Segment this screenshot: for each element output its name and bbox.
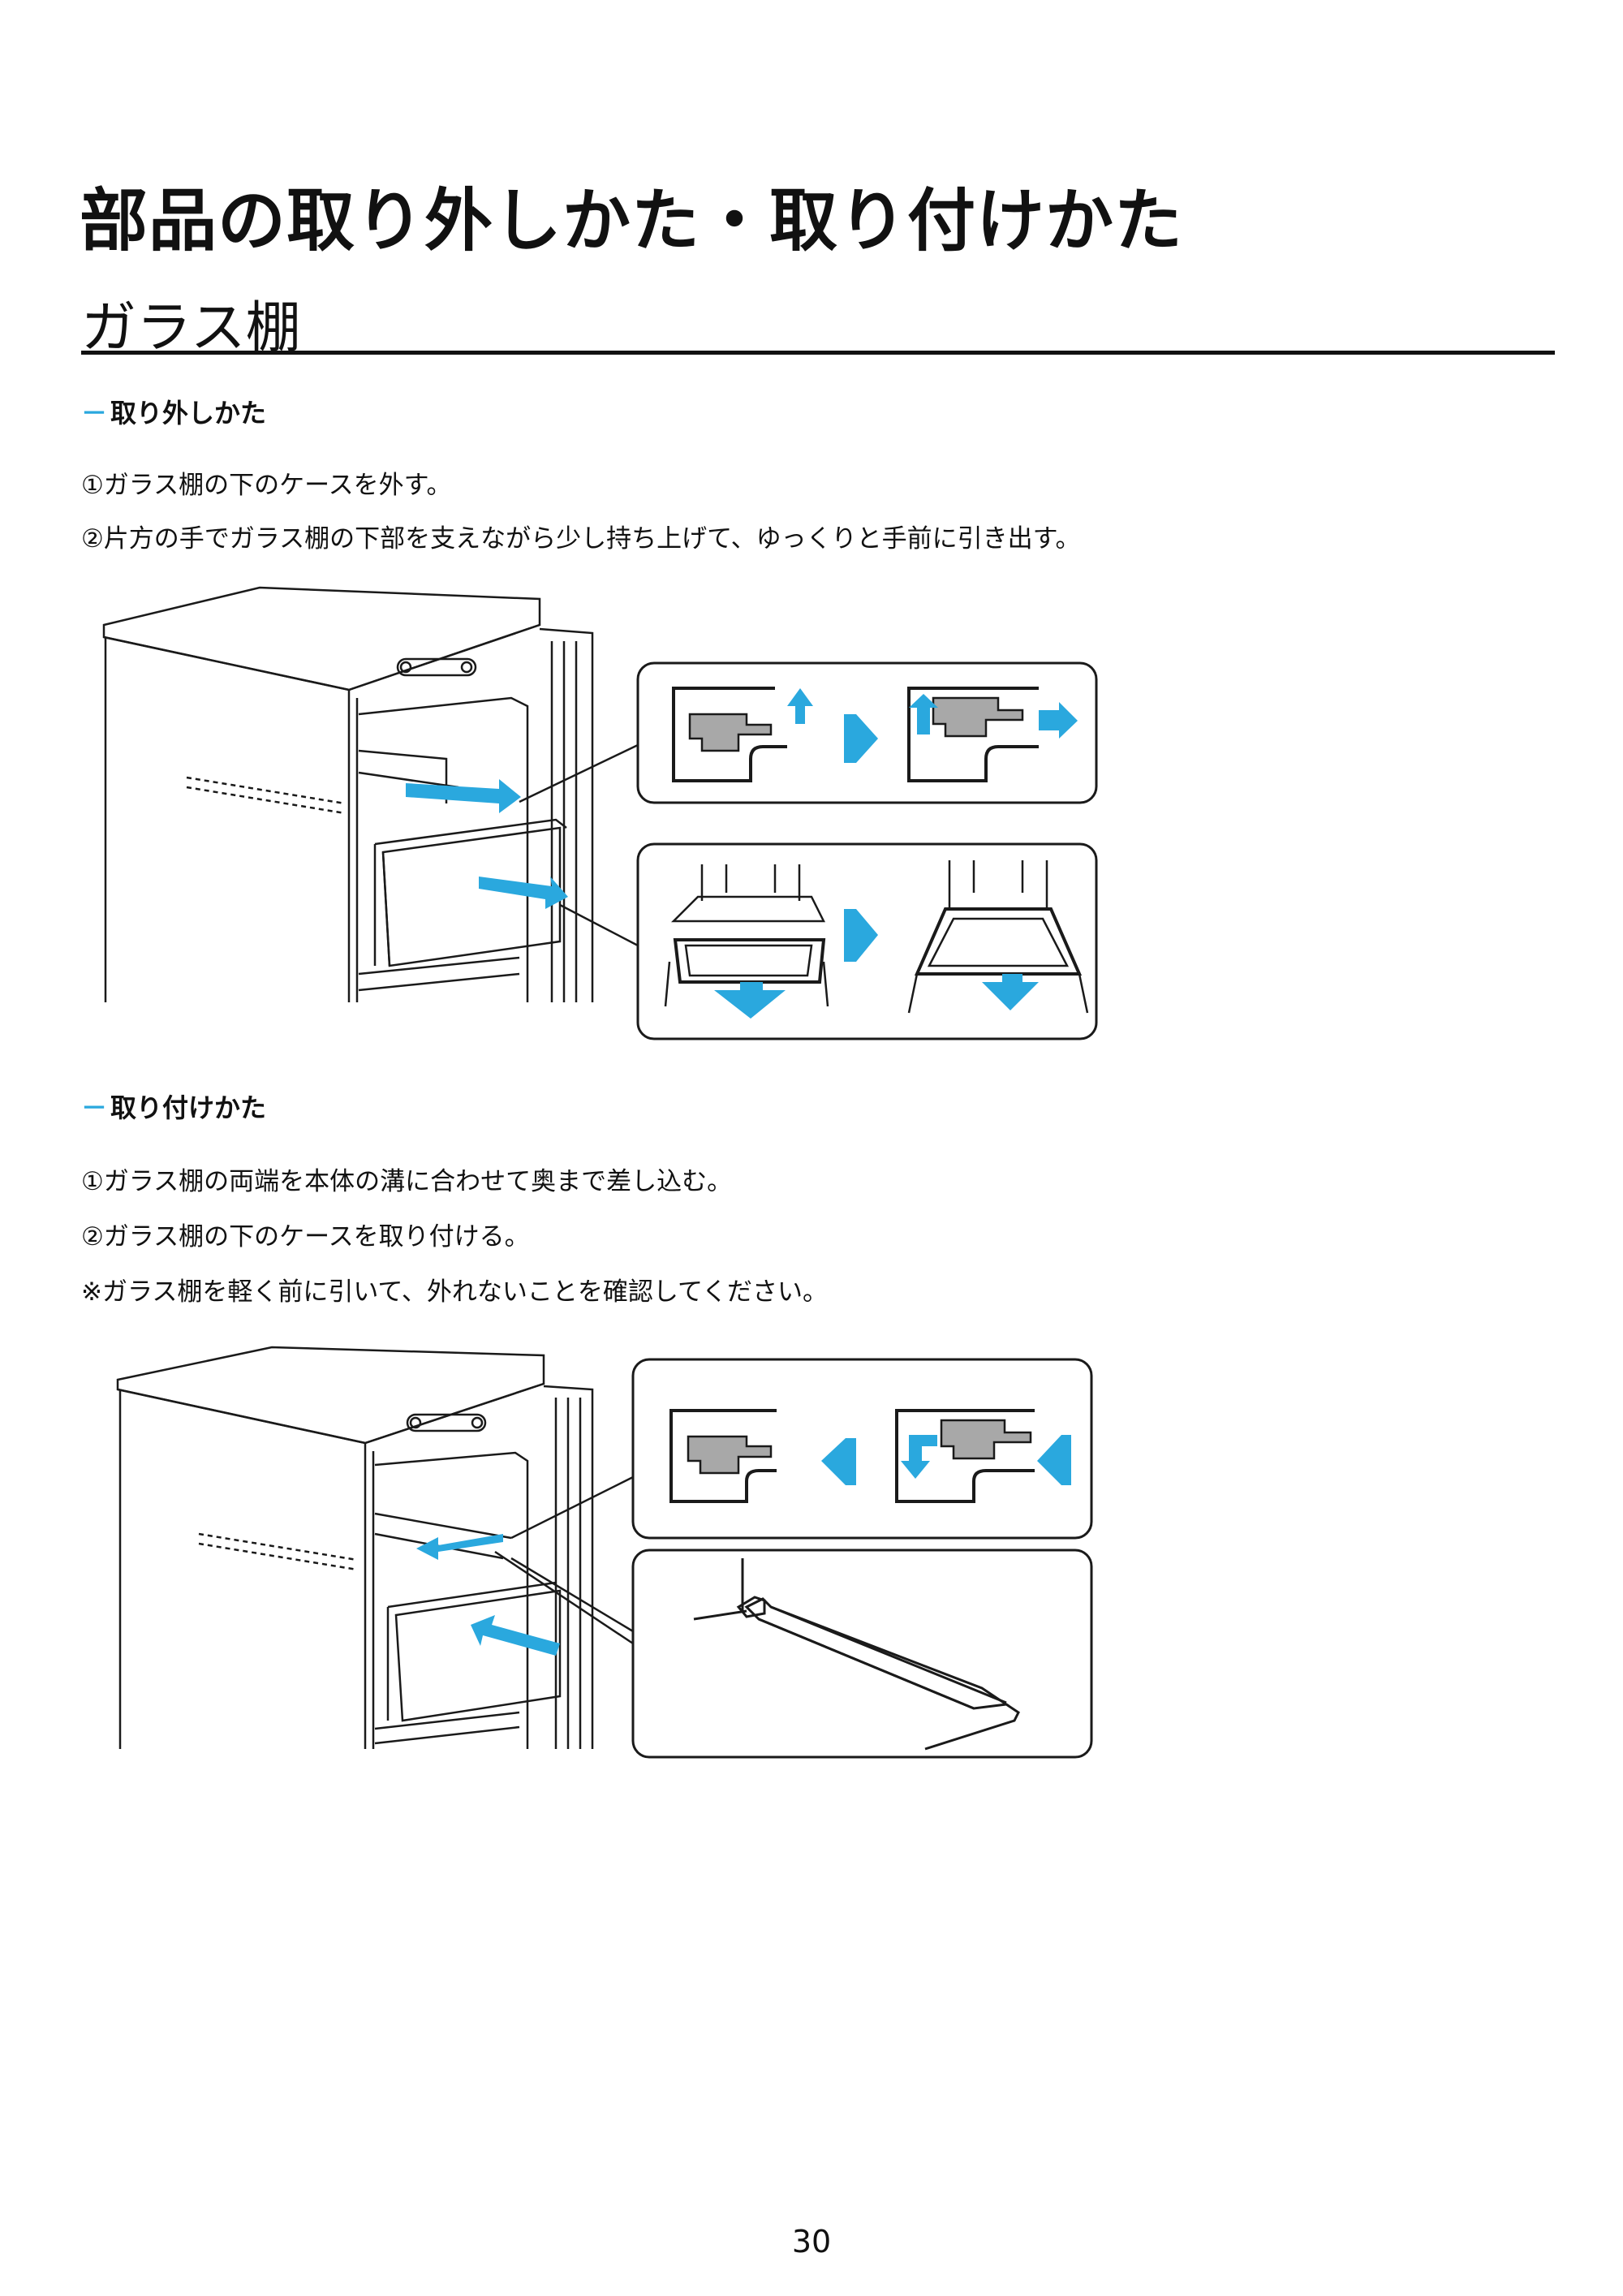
page-number: 30 [791, 2224, 832, 2259]
dash-marker: － [81, 1092, 108, 1123]
page-title: 部品の取り外しかた・取り付けかた [80, 181, 1184, 261]
installation-step-2: ②ガラス棚の下のケースを取り付ける。 [81, 1222, 530, 1251]
installation-step-1: ①ガラス棚の両端を本体の溝に合わせて奥まで差し込む。 [81, 1167, 733, 1196]
section-title: ガラス棚 [81, 296, 301, 360]
subheading-removal-label: 取り外しかた [110, 398, 267, 429]
subheading-installation-label: 取り付けかた [110, 1092, 267, 1123]
subheading-removal: －取り外しかた [81, 393, 266, 430]
removal-step-1: ①ガラス棚の下のケースを外す。 [81, 471, 452, 500]
section-divider [81, 351, 1555, 355]
dash-marker: － [81, 398, 108, 429]
subheading-installation: －取り付けかた [81, 1088, 266, 1125]
removal-step-2: ②片方の手でガラス棚の下部を支えながら少し持ち上げて、ゆっくりと手前に引き出す。 [81, 524, 1081, 554]
installation-note: ※ガラス棚を軽く前に引いて、外れないことを確認してください。 [81, 1277, 829, 1307]
installation-illustration [116, 1346, 1093, 1759]
removal-illustration [102, 586, 1098, 1040]
